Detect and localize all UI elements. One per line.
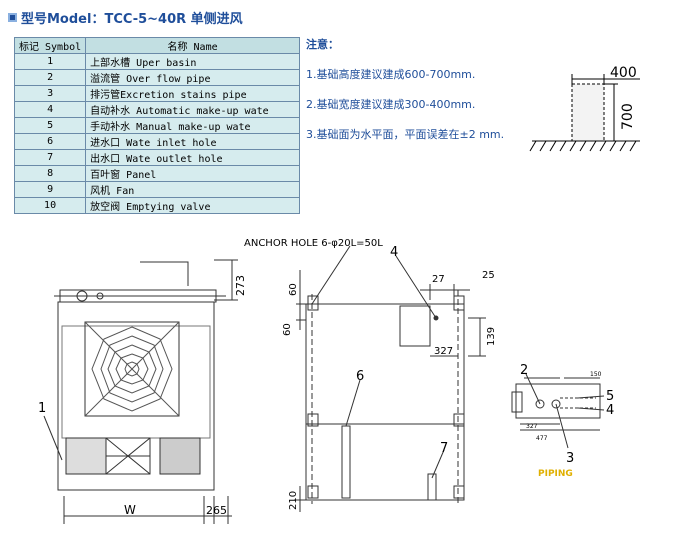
anchor-leader (311, 245, 351, 305)
row-symbol: 6 (13, 133, 87, 150)
inlet-pipe (140, 261, 189, 286)
piping-dim-327: 327 (526, 423, 538, 430)
notes-heading: 注意： (306, 38, 339, 51)
callout-leader-5 (577, 395, 605, 399)
row-symbol: 5 (13, 117, 87, 134)
tower-inner-panel (61, 325, 211, 439)
note-item: 1.基础高度建议建成600-700mm. (306, 68, 476, 81)
plan-view (294, 245, 486, 512)
inlet-pipe-riser (341, 425, 351, 499)
piping-box (515, 383, 601, 419)
anchor-hole (453, 485, 465, 499)
table-header-row: 标记 Symbol 名称 Name (13, 37, 300, 54)
anchor-hole (307, 413, 319, 427)
piping-detail (511, 373, 605, 449)
plan-dim-25: 25 (482, 270, 495, 281)
outlet-pipe-riser (427, 473, 437, 501)
piping-callout-5: 5 (606, 389, 614, 404)
row-symbol: 8 (13, 165, 87, 182)
row-name: 排污管Excretion stains pipe (85, 85, 300, 102)
fan-rings (84, 321, 180, 417)
anchor-hole (307, 485, 319, 499)
front-side-dim: 265 (206, 504, 227, 517)
row-symbol: 1 (13, 53, 87, 70)
plan-dim-27: 27 (432, 274, 445, 285)
fan-housing (84, 321, 180, 417)
header-name: 名称 Name (85, 37, 300, 54)
foundation-height-label: 700 (620, 103, 636, 130)
louver-panel-right (159, 437, 201, 475)
row-symbol: 10 (13, 197, 87, 214)
plan-dim-210: 210 (288, 491, 299, 510)
plan-dim-327: 327 (434, 346, 453, 357)
row-name: 百叶窗 Panel (85, 165, 300, 182)
valve-icon (76, 290, 88, 302)
page-title: 型号Model：TCC-5~40R 单侧进风 (8, 8, 243, 27)
anchor-hole (307, 295, 319, 311)
callout-leader-4b (577, 407, 605, 411)
plan-dim-60-top: 60 (288, 283, 299, 296)
base-frame (305, 303, 465, 501)
piping-callout-2: 2 (520, 363, 528, 378)
row-symbol: 4 (13, 101, 87, 118)
callout-6: 6 (356, 369, 364, 384)
note-item: 2.基础宽度建议建成300-400mm. (306, 98, 476, 111)
row-symbol: 3 (13, 85, 87, 102)
row-symbol: 9 (13, 181, 87, 198)
louver-panel (65, 437, 107, 475)
model-title: 型号Model：TCC-5~40R 单侧进风 (21, 12, 243, 27)
callout-leader-6 (345, 379, 361, 427)
callout-leader-4 (395, 255, 437, 319)
front-top-dim: 273 (234, 275, 247, 296)
callout-1: 1 (38, 401, 46, 416)
foundation-detail (529, 74, 640, 152)
makeup-water-box (399, 305, 431, 347)
piping-flange (511, 391, 523, 413)
callout-leader-7 (431, 449, 445, 479)
row-name: 进水口 Wate inlet hole (85, 133, 300, 150)
front-width-dim: W (124, 503, 136, 517)
row-name: 放空阀 Emptying valve (85, 197, 300, 214)
plan-dim-139: 139 (486, 327, 497, 346)
anchor-hole (453, 295, 465, 311)
anchor-hole-label: ANCHOR HOLE 6-φ20L=50L (244, 238, 383, 249)
callout-leader-1 (43, 415, 63, 461)
piping-dim-150: 150 (590, 371, 602, 378)
callout-7: 7 (440, 441, 448, 456)
drain-pipe (551, 399, 561, 409)
callout-leader-3 (555, 403, 569, 449)
ground-hatch (529, 140, 637, 152)
note-item: 3.基础面为水平面，平面误差在±2 mm. (306, 128, 505, 141)
foundation-width-label: 400 (610, 65, 637, 81)
callout-leader-2 (525, 373, 541, 405)
piping-callout-4: 4 (606, 403, 614, 418)
notes-section: 注意： 1.基础高度建议建成600-700mm. 2.基础宽度建议建成300-4… (306, 36, 504, 156)
piping-dim-477: 477 (536, 435, 548, 442)
title-bullet-icon (8, 13, 17, 22)
anchor-hole (453, 413, 465, 427)
foundation-block (571, 83, 605, 142)
piping-label: PIPING (538, 469, 573, 479)
row-name: 出水口 Wate outlet hole (85, 149, 300, 166)
piping-callout-3: 3 (566, 451, 574, 466)
plan-dim-60-left: 60 (282, 323, 293, 336)
row-name: 风机 Fan (85, 181, 300, 198)
row-name: 上部水槽 Uper basin (85, 53, 300, 70)
front-view (43, 259, 238, 524)
callout-4: 4 (390, 245, 398, 260)
overflow-pipe (535, 399, 545, 409)
